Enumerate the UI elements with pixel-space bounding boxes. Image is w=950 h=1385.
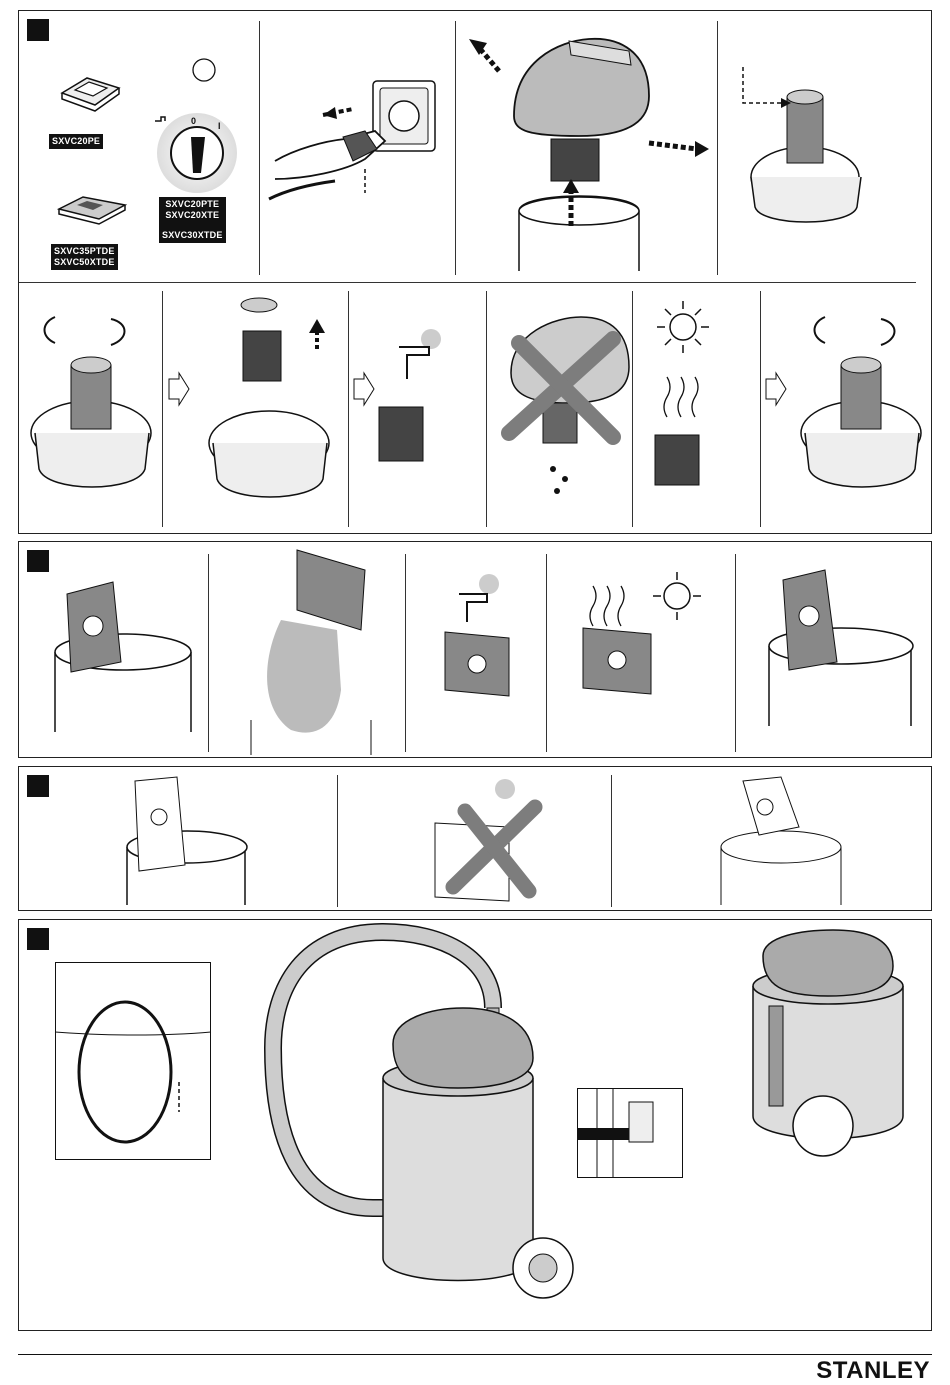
- model-label-switch: SXVC20PE: [49, 134, 103, 149]
- text: SXVC20PTE: [162, 199, 223, 210]
- panel-d-accessory-storage: [18, 919, 932, 1331]
- knob-position-0: 0: [191, 116, 196, 126]
- next-step-arrow-icon: [352, 371, 376, 407]
- divider: [632, 291, 633, 527]
- vacuum-with-hose-illustration: [233, 928, 613, 1332]
- panel-b-marker: [27, 550, 49, 572]
- panel-c-marker: [27, 775, 49, 797]
- divider: [546, 554, 547, 752]
- model-label-knob: SXVC20PTE SXVC20XTE SXVC30XTDE: [159, 197, 226, 243]
- divider: [162, 291, 163, 527]
- next-step-arrow-icon: [167, 371, 191, 407]
- text: SXVC20XTE: [162, 210, 223, 221]
- knob-position-1: I: [218, 121, 221, 131]
- text: SXVC30XTDE: [162, 230, 223, 241]
- paper-bag-in-drum-illustration: [99, 777, 249, 905]
- model-label-flat-switch: SXVC35PTDE SXVC50XTDE: [51, 244, 118, 270]
- panel-c-paper-bag: [18, 766, 932, 911]
- text: SXVC35PTDE: [54, 246, 115, 257]
- filter-unlock-illustration: [741, 67, 871, 237]
- next-step-arrow-icon: [764, 371, 788, 407]
- text: [162, 221, 223, 230]
- flat-switch-icon: [55, 187, 130, 227]
- divider: [208, 554, 209, 752]
- divider: [259, 21, 260, 275]
- circle-indicator-icon: [191, 57, 217, 83]
- divider: [405, 554, 406, 752]
- panel-b-dust-bag: [18, 541, 932, 758]
- divider: [455, 21, 456, 275]
- divider: [717, 21, 718, 275]
- rotate-filter-illustration: [21, 293, 161, 523]
- divider: [735, 554, 736, 752]
- divider: [486, 291, 487, 527]
- cord-wrap-inset: [55, 962, 211, 1160]
- panel-a-marker: [27, 19, 49, 41]
- footer-rule: [18, 1354, 932, 1355]
- do-not-wash-head-illustration: [495, 303, 631, 503]
- rinse-filter-illustration: [379, 327, 479, 467]
- panel-a-row-divider: [19, 282, 916, 283]
- bag-in-drum-illustration: [41, 582, 201, 732]
- divider: [348, 291, 349, 527]
- shake-bag-illustration: [241, 550, 381, 755]
- panel-a-filter-cleaning: SXVC20PE SXVC35PTDE SXVC50XTDE 0 I SXVC2…: [18, 10, 932, 534]
- panel-d-marker: [27, 928, 49, 950]
- divider: [337, 775, 338, 907]
- filter-detached-illustration: [199, 293, 345, 525]
- paper-bag-discard-illustration: [719, 777, 869, 905]
- do-not-wash-paper-bag-illustration: [429, 777, 559, 905]
- dry-bag-illustration: [579, 566, 719, 696]
- rocker-switch-icon: [57, 63, 127, 113]
- refit-filter-illustration: [791, 293, 931, 523]
- text: SXVC50XTDE: [54, 257, 115, 268]
- refit-bag-illustration: [765, 566, 915, 726]
- remove-head-illustration: [459, 21, 717, 279]
- divider: [760, 291, 761, 527]
- unplug-illustration: [265, 79, 455, 209]
- vacuum-rear-storage-illustration: [683, 926, 931, 1180]
- rinse-bag-illustration: [439, 572, 535, 698]
- dry-filter-illustration: [641, 297, 751, 493]
- brand-logo: STANLEY: [816, 1357, 930, 1385]
- divider: [611, 775, 612, 907]
- pipe-clip-inset: [577, 1088, 683, 1178]
